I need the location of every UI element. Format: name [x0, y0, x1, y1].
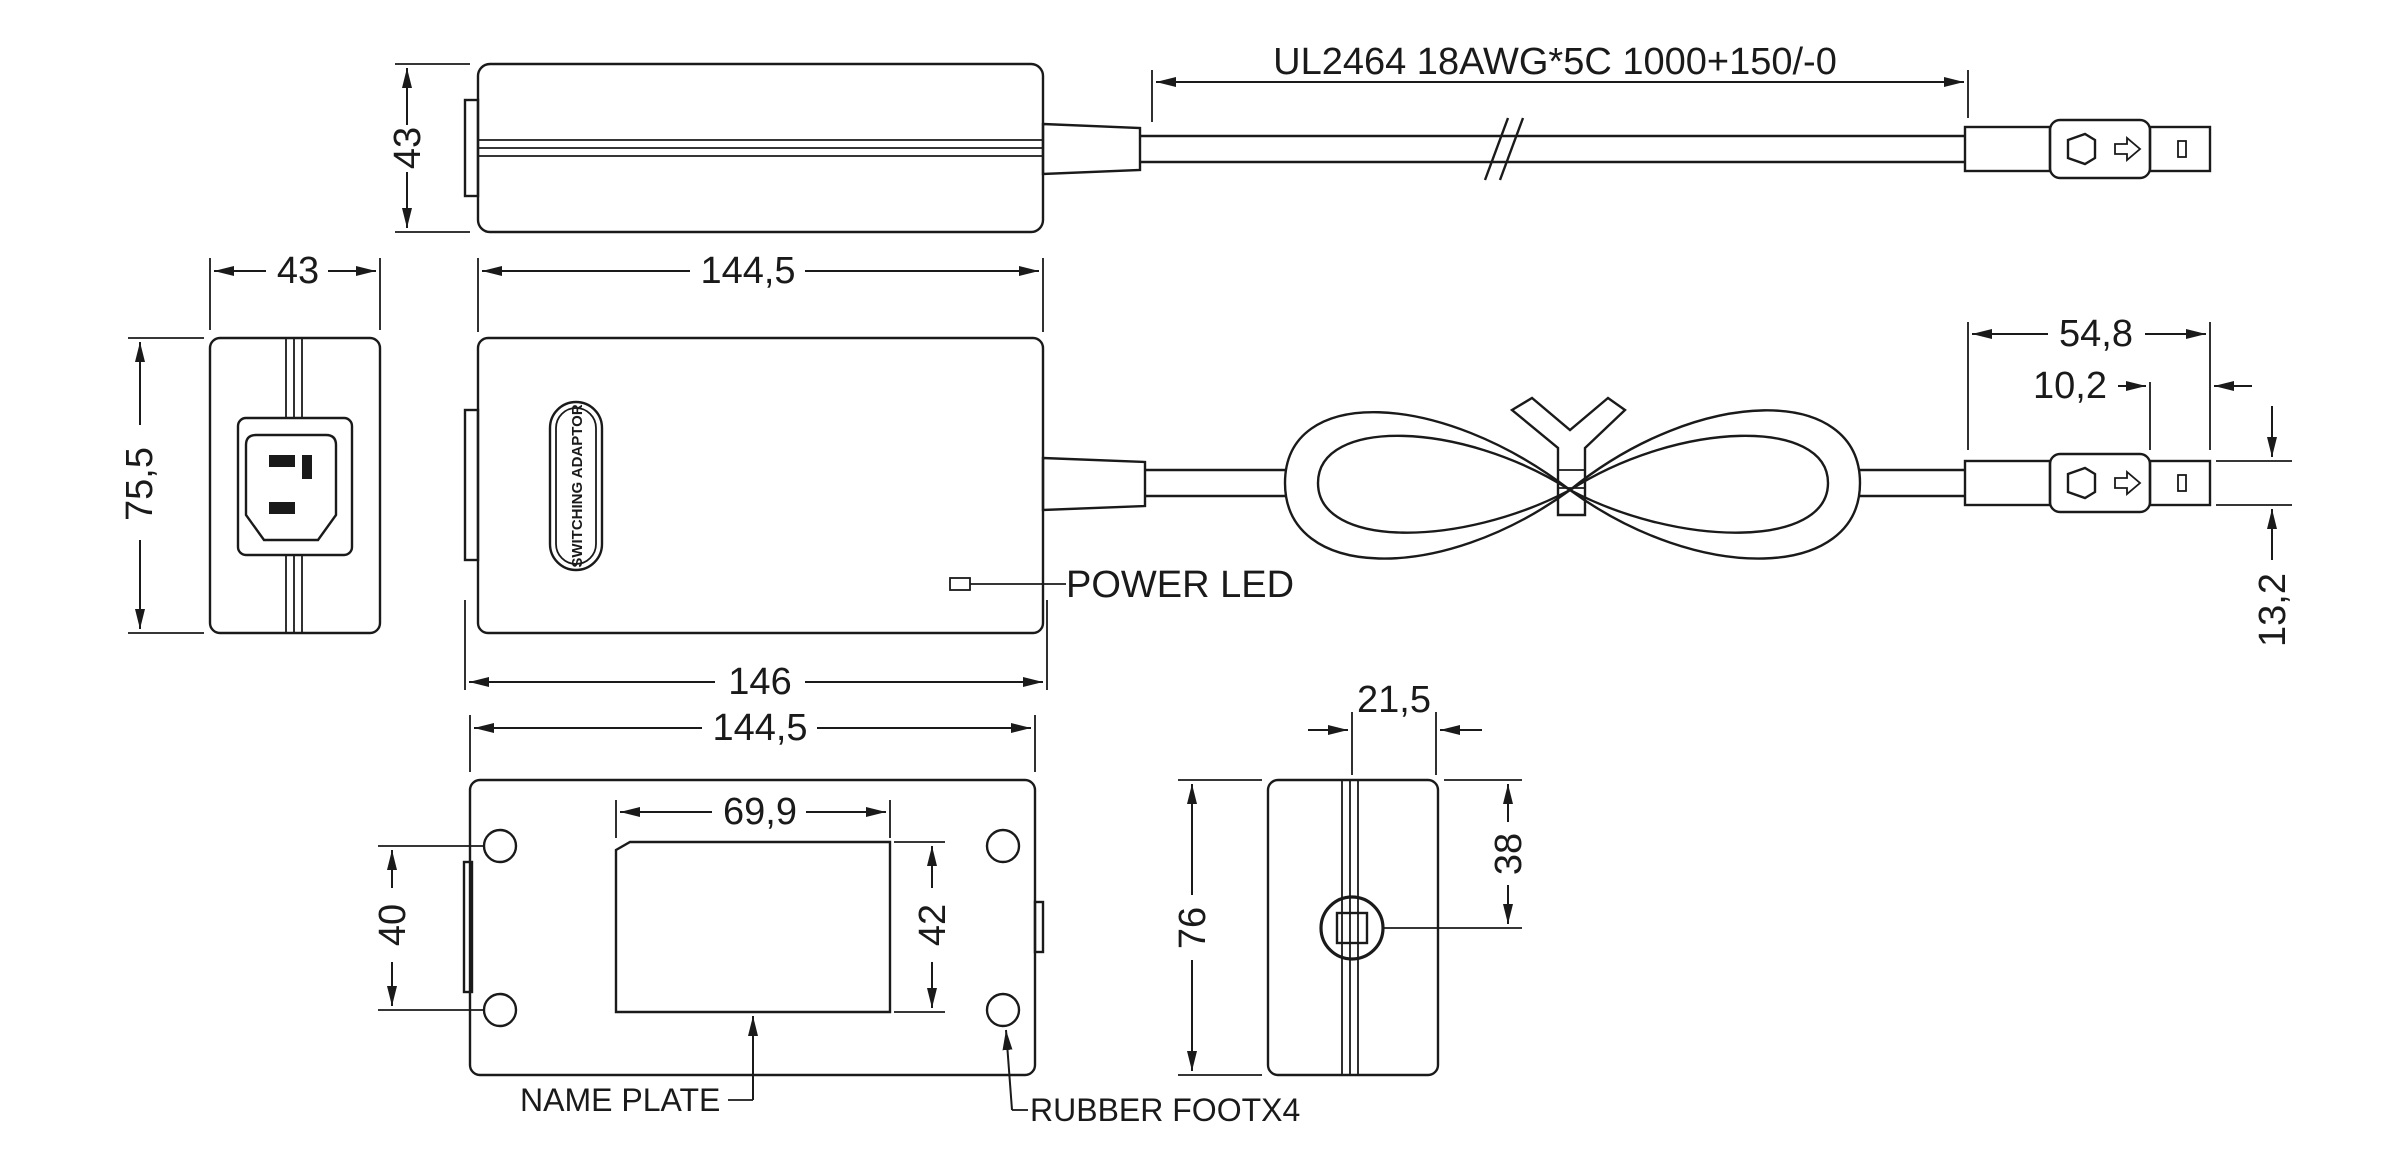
logo-text: SWITCHING ADAPTOR	[569, 404, 586, 567]
ac-inlet-outer	[236, 416, 354, 557]
inlet-pin	[269, 455, 295, 467]
cable-bump	[1033, 900, 1045, 954]
dim-end-width: 21,5	[1357, 679, 1431, 721]
break-mark	[1483, 117, 1510, 181]
logo-badge-inner	[555, 407, 597, 565]
top-view: 43 UL2464 18AWG*5C 1000+150/-0	[387, 41, 2212, 234]
dim-side-height: 75,5	[119, 447, 161, 521]
bottom-view: 144,5 69,9 40 42 NAME PLATE RUBBER FOOTX…	[372, 707, 1300, 1128]
dim-overall-length: 146	[728, 661, 791, 703]
arrow-icon	[2114, 136, 2142, 162]
cable-exit-core	[1335, 911, 1369, 945]
plug-pin	[2177, 140, 2187, 158]
cable-tie	[1509, 396, 1627, 517]
strain-relief	[1041, 456, 1147, 512]
end-view: 21,5 76 38	[1172, 679, 1530, 1077]
arrow-icon	[2114, 470, 2142, 496]
power-led	[949, 577, 971, 591]
inlet-bump	[462, 860, 474, 994]
plug-logo-icon	[2066, 466, 2097, 500]
cable-exit	[1319, 895, 1385, 961]
plug-body	[2048, 452, 2152, 514]
dim-end-height: 76	[1172, 907, 1214, 949]
inlet-pin	[269, 502, 295, 514]
plug-body	[2048, 118, 2152, 180]
plug-grip	[1963, 125, 2052, 173]
dim-plug-height: 13,2	[2252, 573, 2294, 647]
cable-coil-inner	[1316, 434, 1830, 534]
logo-badge	[548, 400, 604, 572]
dim-plate-width: 69,9	[723, 791, 797, 833]
front-view: SWITCHING ADAPTOR POWER LED 144,5	[463, 250, 2294, 703]
dim-feet-spacing: 40	[372, 904, 414, 946]
dim-top-height: 43	[387, 127, 429, 169]
power-led-label: POWER LED	[1066, 564, 1294, 606]
leader-line	[1002, 1029, 1013, 1111]
plug-tip	[2148, 125, 2212, 173]
side-view: 43 75,5	[119, 250, 382, 635]
cable-spec-label: UL2464 18AWG*5C 1000+150/-0	[1273, 41, 1837, 83]
name-plate	[614, 840, 892, 1014]
dim-plug-tip: 10,2	[2033, 365, 2107, 407]
strain-relief	[1041, 122, 1142, 176]
rubber-foot	[985, 992, 1021, 1028]
dim-main-length: 144,5	[700, 250, 795, 292]
ac-inlet	[244, 433, 338, 542]
dim-side-width: 43	[277, 250, 319, 292]
cable-coil-outer	[1283, 409, 1862, 560]
plug-tip	[2148, 459, 2212, 507]
inlet-pin	[302, 455, 312, 479]
inlet-bump	[463, 98, 480, 198]
inlet-bump	[463, 408, 480, 562]
adapter-body-front	[476, 336, 1045, 635]
adapter-body-side	[208, 336, 382, 635]
rubber-foot	[482, 992, 518, 1028]
plug-logo-icon	[2066, 132, 2097, 166]
rubber-foot-label: RUBBER FOOTX4	[1030, 1092, 1300, 1128]
name-plate-label: NAME PLATE	[520, 1082, 720, 1118]
plug-grip	[1963, 459, 2052, 507]
break-mark	[1498, 117, 1525, 181]
dim-plug-length: 54,8	[2059, 313, 2133, 355]
dim-bottom-length: 144,5	[712, 707, 807, 749]
dim-end-offset: 38	[1488, 833, 1530, 875]
rubber-foot	[482, 828, 518, 864]
rubber-foot	[985, 828, 1021, 864]
dim-plate-height: 42	[912, 904, 954, 946]
plug-pin	[2177, 474, 2187, 492]
